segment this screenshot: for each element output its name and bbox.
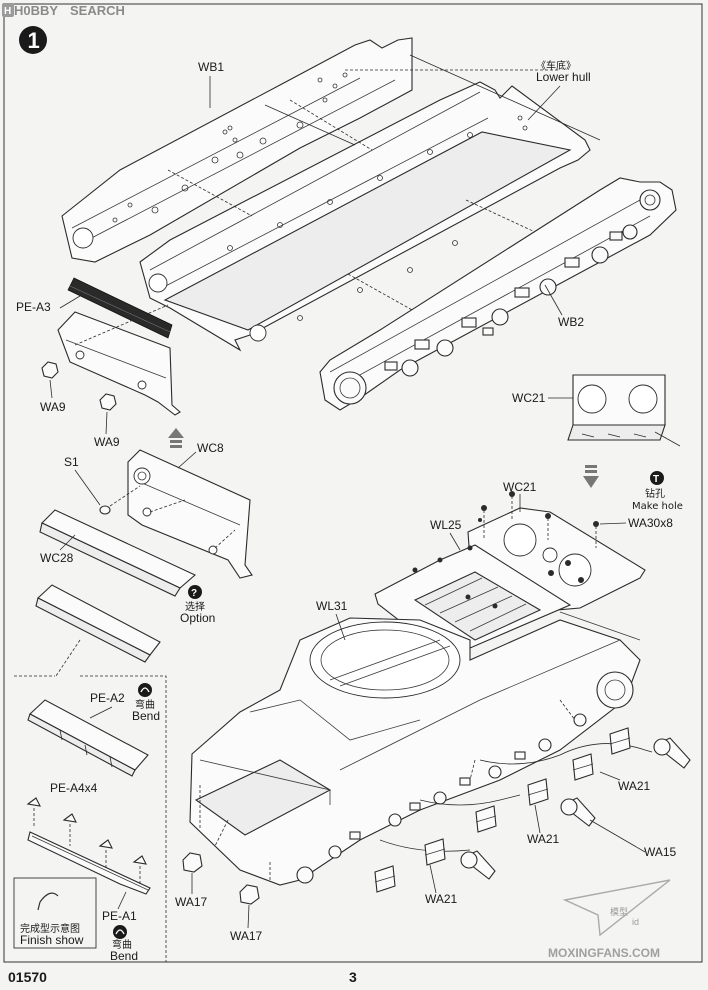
- label-wa9-a: WA9: [40, 400, 66, 414]
- label-pe-a2: PE-A2: [90, 691, 125, 705]
- label-wc21-top: WC21: [512, 391, 546, 405]
- label-wa17-b: WA17: [230, 929, 263, 943]
- label-pe-a1: PE-A1: [102, 909, 137, 923]
- label-wl31: WL31: [316, 599, 348, 613]
- kit-number: 01570: [8, 969, 47, 985]
- watermark-text: SEARCH: [70, 3, 125, 18]
- bend-icon-a2: [138, 683, 152, 697]
- make-hole-cn: 钻孔: [645, 487, 665, 500]
- bend-a2-cn: 弯曲: [135, 698, 155, 711]
- part-upper-hull: [189, 611, 641, 886]
- stamp-text: id: [632, 917, 639, 927]
- label-wc28: WC28: [40, 551, 74, 565]
- label-wc8: WC8: [197, 441, 224, 455]
- part-wc8: [127, 449, 253, 579]
- site-watermark-text: MOXINGFANS.COM: [548, 946, 660, 960]
- part-wa9: [41, 361, 117, 411]
- label-pe-a3: PE-A3: [16, 300, 51, 314]
- option-cn: 选择: [185, 600, 205, 613]
- finish-show-en: Finish show: [20, 933, 84, 947]
- stamp-cn: 模型: [610, 907, 628, 918]
- bend-a1-cn: 弯曲: [112, 938, 132, 951]
- direction-arrow-down: [583, 465, 599, 488]
- part-wa15: [460, 737, 691, 880]
- part-wb2: [319, 177, 677, 411]
- label-wa15: WA15: [644, 845, 677, 859]
- svg-text:H: H: [4, 6, 11, 17]
- part-pe-a1: [27, 831, 151, 895]
- label-wa17-a: WA17: [175, 895, 208, 909]
- label-wa9-b: WA9: [94, 435, 120, 449]
- direction-arrow-up: [168, 428, 184, 448]
- part-pe-a2-assembly: [27, 699, 149, 777]
- page-frame: [3, 3, 703, 963]
- label-wa30x8: WA30x8: [628, 516, 673, 530]
- bend-icon-a1: [113, 925, 127, 939]
- svg-text:?: ?: [191, 588, 197, 599]
- part-s1: [99, 505, 111, 515]
- step-number: 1: [28, 28, 40, 53]
- label-wb2: WB2: [558, 315, 584, 329]
- label-wl25: WL25: [430, 518, 462, 532]
- make-hole-en: Make hole: [632, 501, 683, 512]
- part-front-lower-plate: [57, 304, 181, 416]
- pe-inset-frame: [14, 675, 167, 962]
- part-pe-a3: [67, 277, 173, 339]
- site-watermark-stamp: 模型 id: [562, 879, 671, 937]
- part-pe-a4: [26, 797, 147, 884]
- label-lower-hull-en: Lower hull: [536, 70, 591, 84]
- label-wa21-b: WA21: [527, 832, 560, 846]
- label-lower-hull-cn: 《车底》: [536, 59, 576, 72]
- label-wa21-c: WA21: [425, 892, 458, 906]
- part-lower-hull: [139, 81, 591, 352]
- make-hole-detail: [567, 374, 666, 441]
- svg-text:T: T: [653, 474, 659, 485]
- label-pe-a4x4: PE-A4x4: [50, 781, 98, 795]
- part-wa21: [374, 727, 631, 893]
- finish-show-cn: 完成型示意图: [20, 922, 80, 935]
- watermark-logo: H0BBY: [14, 3, 58, 18]
- upper-hull-bogies: [296, 713, 587, 884]
- option-icon: ?: [188, 585, 202, 599]
- part-wa17: [182, 852, 260, 905]
- step-badge: 1: [19, 26, 47, 54]
- option-en: Option: [180, 611, 215, 625]
- bogie-wheels: [384, 224, 638, 377]
- part-wc28: [39, 509, 197, 597]
- part-option-plate: [35, 584, 161, 663]
- label-s1: S1: [64, 455, 79, 469]
- page-number: 3: [349, 969, 357, 985]
- label-wa21-a: WA21: [618, 779, 651, 793]
- finish-show-box: [13, 877, 97, 949]
- bend-a2-en: Bend: [132, 709, 160, 723]
- hobbysearch-watermark: H H0BBY SEARCH: [2, 3, 125, 18]
- part-wb1: [61, 37, 413, 263]
- label-wc21-mid: WC21: [503, 480, 537, 494]
- bend-a1-en: Bend: [110, 949, 138, 963]
- make-hole-icon: T: [650, 471, 664, 485]
- label-wb1: WB1: [198, 60, 224, 74]
